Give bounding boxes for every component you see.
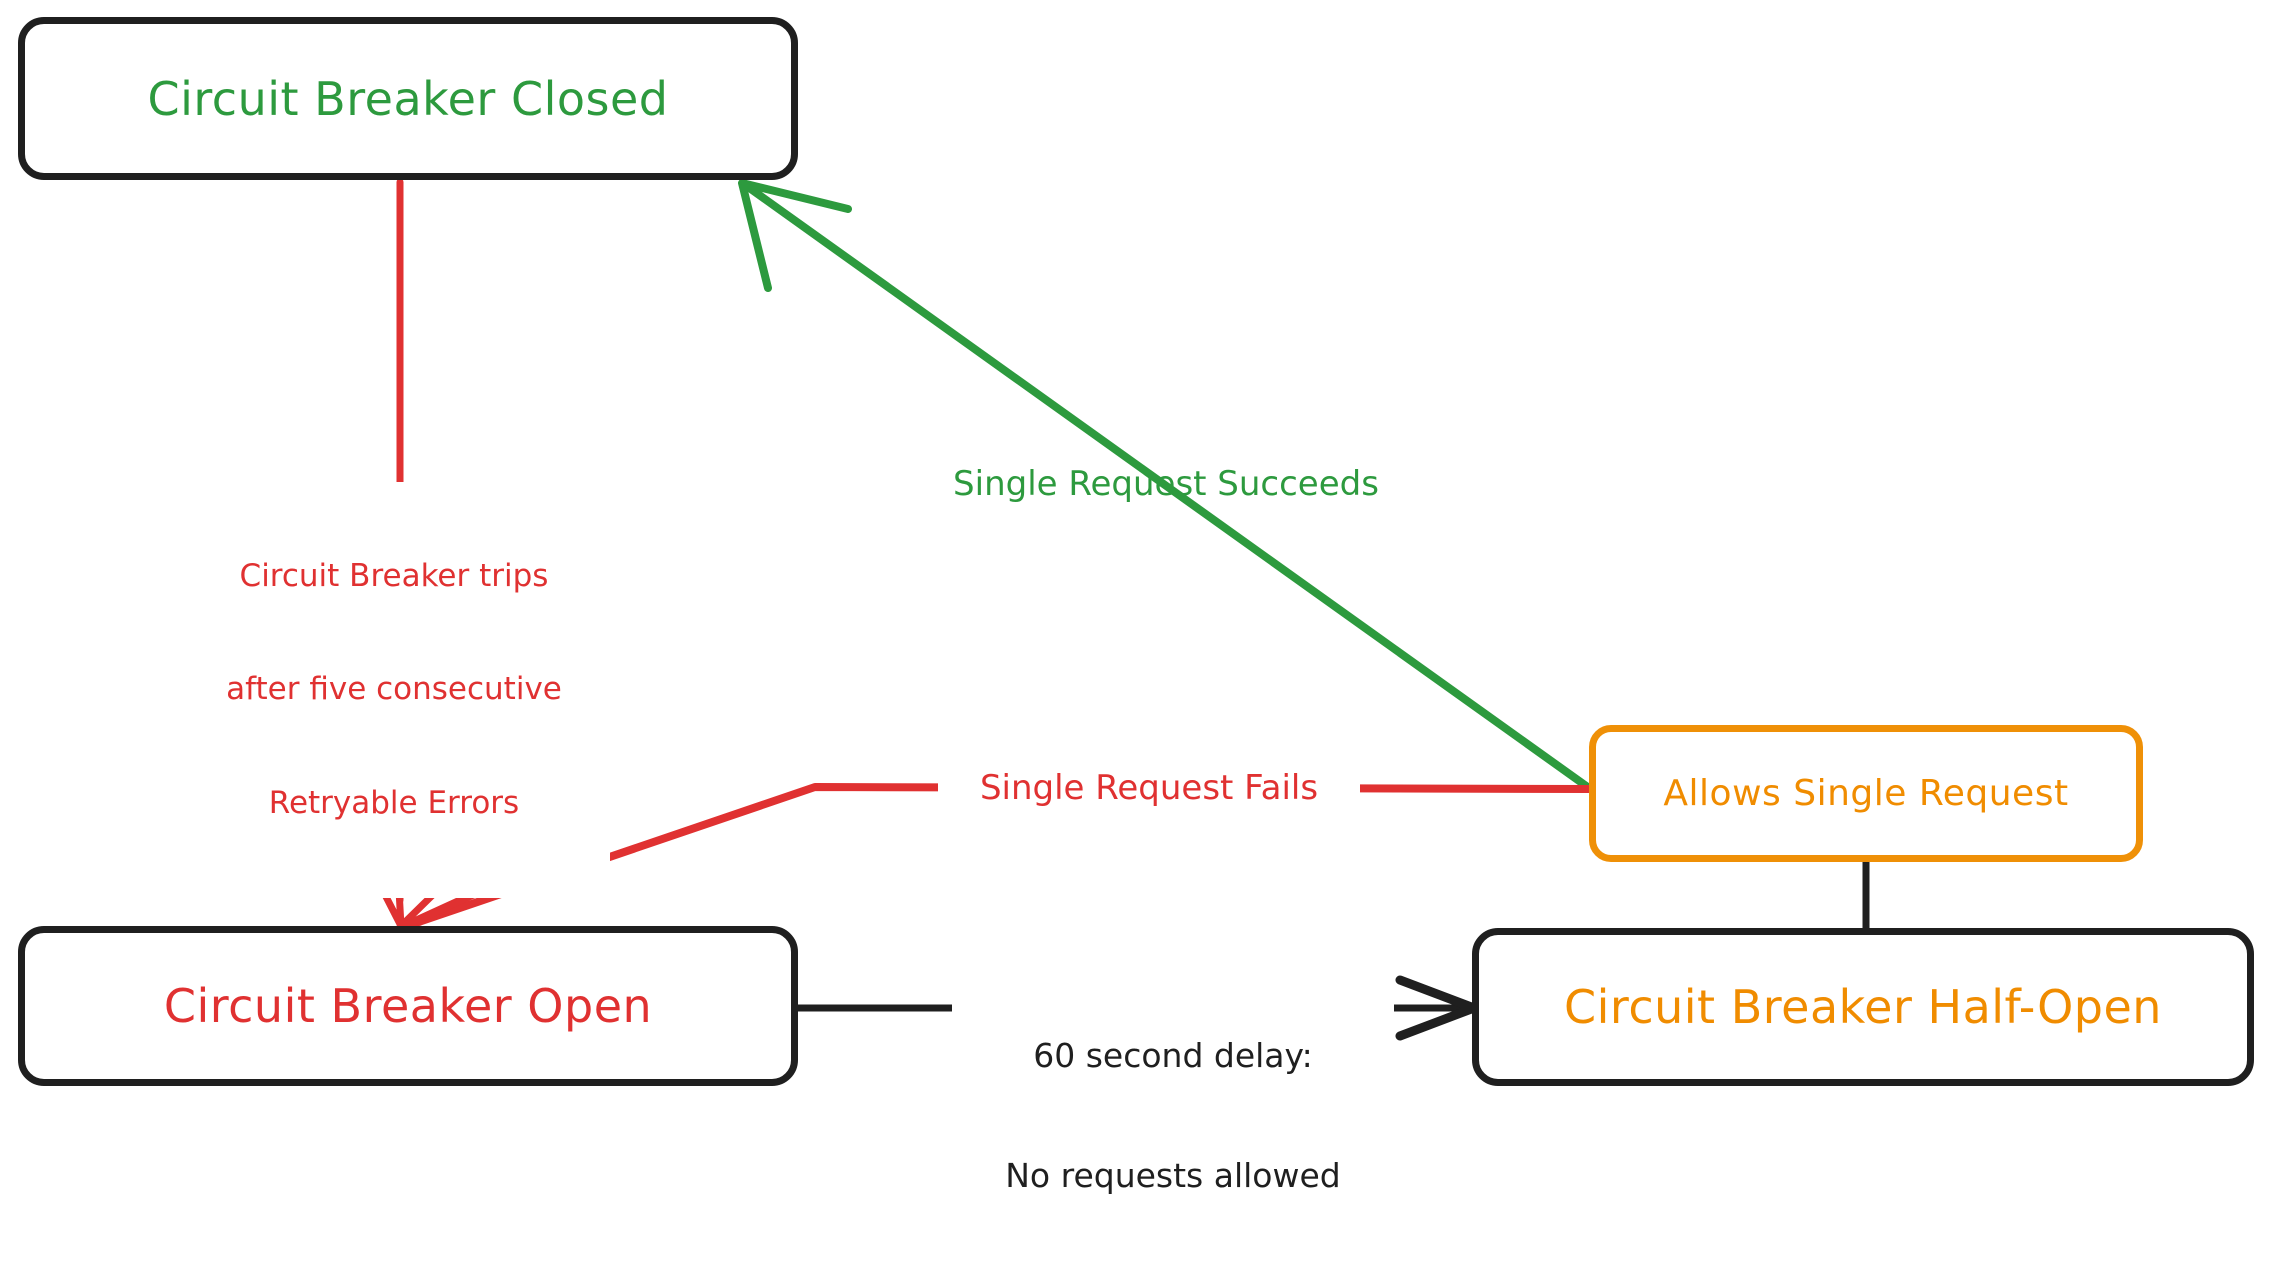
edge-label-single-request-fails: Single Request Fails (938, 768, 1360, 810)
node-circuit-breaker-open-label: Circuit Breaker Open (163, 979, 653, 1033)
edge-label-trips-line-3: Retryable Errors (268, 784, 520, 821)
node-circuit-breaker-open[interactable]: Circuit Breaker Open (18, 926, 798, 1086)
edge-label-trips-line-2: after five consecutive (226, 671, 562, 708)
node-allows-single-request-label: Allows Single Request (1663, 773, 2069, 814)
edge-label-single-request-succeeds: Single Request Succeeds (953, 464, 1379, 504)
node-circuit-breaker-half-open[interactable]: Circuit Breaker Half-Open (1472, 928, 2254, 1086)
edge-label-trips-line-1: Circuit Breaker trips (239, 557, 549, 594)
edge-label-60-second-delay: 60 second delay: No requests allowed (952, 955, 1394, 1277)
node-circuit-breaker-closed[interactable]: Circuit Breaker Closed (18, 17, 798, 180)
edge-label-delay-line-2: No requests allowed (1005, 1156, 1341, 1196)
node-circuit-breaker-half-open-label: Circuit Breaker Half-Open (1564, 980, 2162, 1034)
circuit-breaker-state-diagram: Circuit Breaker Closed Circuit Breaker O… (18, 17, 2254, 1196)
edge-allows-to-closed (738, 179, 1593, 792)
edge-label-delay-line-1: 60 second delay: (1033, 1035, 1313, 1075)
node-allows-single-request[interactable]: Allows Single Request (1589, 725, 2143, 862)
node-circuit-breaker-closed-label: Circuit Breaker Closed (147, 71, 669, 126)
edge-label-circuit-breaker-trips: Circuit Breaker trips after five consecu… (178, 482, 610, 898)
